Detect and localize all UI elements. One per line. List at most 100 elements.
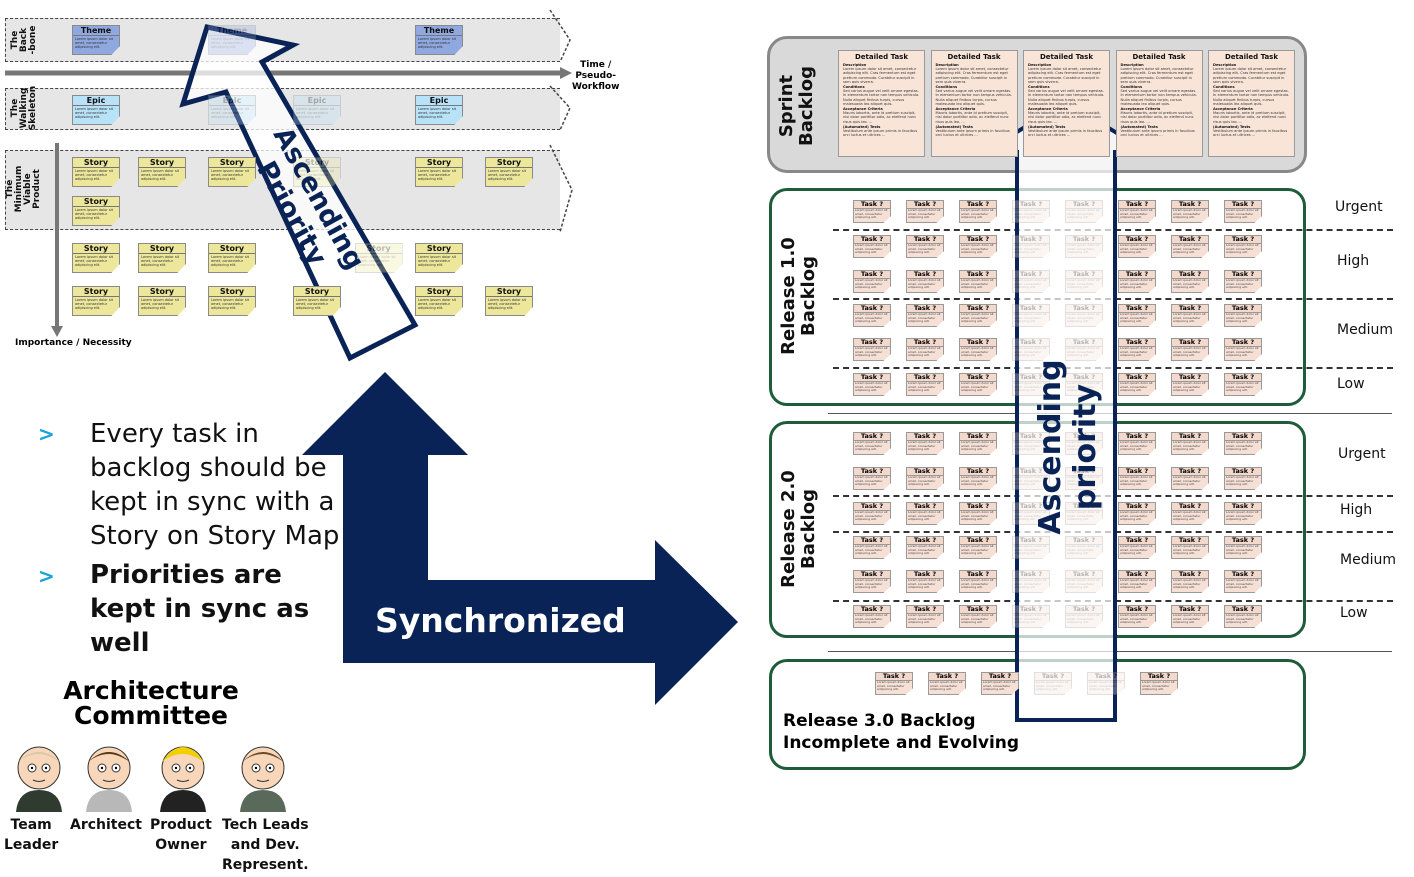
task-card: Task ?Lorem ipsum dolor sit amet, consec… bbox=[1065, 536, 1103, 559]
section-heading: Description bbox=[1213, 63, 1237, 67]
task-text: Lorem ipsum dolor sit amet, consectetur … bbox=[1089, 680, 1122, 691]
task-text: Lorem ipsum dolor sit amet, consectetur … bbox=[1067, 475, 1100, 486]
task-title: Task ? bbox=[1013, 537, 1049, 545]
team-leader-avatar bbox=[8, 740, 68, 812]
task-title: Task ? bbox=[1225, 606, 1261, 614]
task-card: Task ?Lorem ipsum dolor sit amet, consec… bbox=[1065, 338, 1103, 361]
section-heading: Conditions bbox=[1213, 85, 1235, 90]
task-text: Lorem ipsum dolor sit amet, consectetur … bbox=[908, 381, 941, 392]
task-text: Lorem ipsum dolor sit amet, consectetur … bbox=[1067, 278, 1100, 289]
task-title: Task ? bbox=[854, 374, 890, 382]
task-text: Lorem ipsum dolor sit amet, consectetur … bbox=[855, 243, 888, 254]
task-card: Task ?Lorem ipsum dolor sit amet, consec… bbox=[906, 536, 944, 559]
task-text: Lorem ipsum dolor sit amet, consectetur … bbox=[1226, 243, 1259, 254]
task-text: Lorem ipsum dolor sit amet, consectetur … bbox=[1067, 510, 1100, 521]
task-title: Task ? bbox=[1013, 339, 1049, 347]
task-title: Task ? bbox=[1119, 571, 1155, 579]
task-title: Task ? bbox=[1066, 537, 1102, 545]
task-title: Task ? bbox=[854, 236, 890, 244]
task-text: Lorem ipsum dolor sit amet, consectetur … bbox=[1067, 208, 1100, 219]
task-text: Lorem ipsum dolor sit amet, consectetur … bbox=[1173, 440, 1206, 451]
task-card: Task ?Lorem ipsum dolor sit amet, consec… bbox=[906, 605, 944, 628]
task-text: Lorem ipsum dolor sit amet, consectetur … bbox=[1120, 475, 1153, 486]
task-title: Task ? bbox=[1172, 537, 1208, 545]
task-text: Lorem ipsum dolor sit amet, consectetur … bbox=[1067, 312, 1100, 323]
task-card: Task ?Lorem ipsum dolor sit amet, consec… bbox=[1171, 373, 1209, 396]
synchronized-arrow bbox=[302, 372, 738, 705]
section-text: Mauris lobortis, ante id pretium suscipi… bbox=[843, 111, 917, 124]
task-card: Task ?Lorem ipsum dolor sit amet, consec… bbox=[959, 536, 997, 559]
task-title: Task ? bbox=[960, 374, 996, 382]
story-card-title: Story bbox=[209, 244, 255, 254]
task-title: Task ? bbox=[907, 571, 943, 579]
section-heading: Acceptance Criteria bbox=[1120, 107, 1161, 112]
task-card: Task ?Lorem ipsum dolor sit amet, consec… bbox=[1224, 373, 1262, 396]
section-heading: Acceptance Criteria bbox=[843, 107, 883, 112]
story-card-title: Story bbox=[416, 158, 462, 168]
task-card: Task ?Lorem ipsum dolor sit amet, consec… bbox=[1224, 338, 1262, 361]
task-card: Task ?Lorem ipsum dolor sit amet, consec… bbox=[1065, 605, 1103, 628]
task-text: Lorem ipsum dolor sit amet, consectetur … bbox=[855, 613, 888, 624]
task-title: Task ? bbox=[854, 433, 890, 441]
story-card-title: Story bbox=[486, 287, 532, 297]
task-card: Task ?Lorem ipsum dolor sit amet, consec… bbox=[981, 672, 1019, 695]
task-card: Task ?Lorem ipsum dolor sit amet, consec… bbox=[853, 235, 891, 258]
task-card: Task ?Lorem ipsum dolor sit amet, consec… bbox=[1012, 235, 1050, 258]
task-card: Task ?Lorem ipsum dolor sit amet, consec… bbox=[1034, 672, 1072, 695]
task-text: Lorem ipsum dolor sit amet, consectetur … bbox=[1120, 243, 1153, 254]
task-card: Task ?Lorem ipsum dolor sit amet, consec… bbox=[906, 502, 944, 525]
story-card-text: Lorem ipsum dolor sit amet, consectetur … bbox=[418, 255, 457, 267]
task-title: Task ? bbox=[1088, 673, 1124, 681]
section-heading: Conditions bbox=[1120, 85, 1143, 90]
task-title: Task ? bbox=[1225, 571, 1261, 579]
task-card: Task ?Lorem ipsum dolor sit amet, consec… bbox=[1171, 502, 1209, 525]
task-title: Task ? bbox=[907, 503, 943, 511]
task-card: Task ?Lorem ipsum dolor sit amet, consec… bbox=[1118, 605, 1156, 628]
section-text: Lorem ipsum dolor sit amet, consectetur … bbox=[1028, 67, 1102, 84]
section-heading: Description bbox=[935, 63, 959, 67]
task-card: Task ?Lorem ipsum dolor sit amet, consec… bbox=[853, 536, 891, 559]
task-card: Task ?Lorem ipsum dolor sit amet, consec… bbox=[1171, 270, 1209, 293]
task-card: Task ?Lorem ipsum dolor sit amet, consec… bbox=[853, 373, 891, 396]
task-card: Task ?Lorem ipsum dolor sit amet, consec… bbox=[1171, 467, 1209, 490]
task-card: Task ?Lorem ipsum dolor sit amet, consec… bbox=[1224, 235, 1262, 258]
task-title: Task ? bbox=[854, 537, 890, 545]
story-card-text: Lorem ipsum dolor sit amet, consectetur … bbox=[488, 298, 527, 310]
task-card: Task ?Lorem ipsum dolor sit amet, consec… bbox=[1224, 432, 1262, 455]
task-title: Task ? bbox=[854, 606, 890, 614]
task-title: Task ? bbox=[907, 305, 943, 313]
detailed-task-title: Detailed Task bbox=[1039, 53, 1094, 61]
task-card: Task ?Lorem ipsum dolor sit amet, consec… bbox=[906, 373, 944, 396]
task-title: Task ? bbox=[1119, 537, 1155, 545]
section-heading: (Automated) Tests bbox=[1028, 124, 1066, 129]
task-card: Task ?Lorem ipsum dolor sit amet, consec… bbox=[1224, 270, 1262, 293]
task-title: Task ? bbox=[1225, 433, 1261, 441]
task-title: Task ? bbox=[1066, 433, 1102, 441]
task-text: Lorem ipsum dolor sit amet, consectetur … bbox=[855, 208, 888, 219]
task-text: Lorem ipsum dolor sit amet, consectetur … bbox=[1173, 578, 1206, 589]
epic-card-text: Lorem ipsum dolor sit amet, consectetur … bbox=[75, 107, 114, 119]
task-card: Task ?Lorem ipsum dolor sit amet, consec… bbox=[1171, 200, 1209, 223]
task-title: Task ? bbox=[1172, 374, 1208, 382]
epic-card-text: Lorem ipsum dolor sit amet, consectetur … bbox=[418, 107, 457, 119]
task-title: Task ? bbox=[960, 571, 996, 579]
task-card: Task ?Lorem ipsum dolor sit amet, consec… bbox=[959, 200, 997, 223]
task-title: Task ? bbox=[1225, 201, 1261, 209]
task-text: Lorem ipsum dolor sit amet, consectetur … bbox=[855, 278, 888, 289]
task-card: Task ?Lorem ipsum dolor sit amet, consec… bbox=[853, 304, 891, 327]
task-text: Lorem ipsum dolor sit amet, consectetur … bbox=[1014, 544, 1047, 555]
theme-card-text: Lorem ipsum dolor sit amet, consectetur … bbox=[418, 37, 457, 49]
task-card: Task ?Lorem ipsum dolor sit amet, consec… bbox=[853, 338, 891, 361]
task-card: Task ?Lorem ipsum dolor sit amet, consec… bbox=[959, 570, 997, 593]
task-card: Task ?Lorem ipsum dolor sit amet, consec… bbox=[906, 200, 944, 223]
priority-low: Low bbox=[1337, 376, 1365, 392]
task-text: Lorem ipsum dolor sit amet, consectetur … bbox=[1173, 243, 1206, 254]
